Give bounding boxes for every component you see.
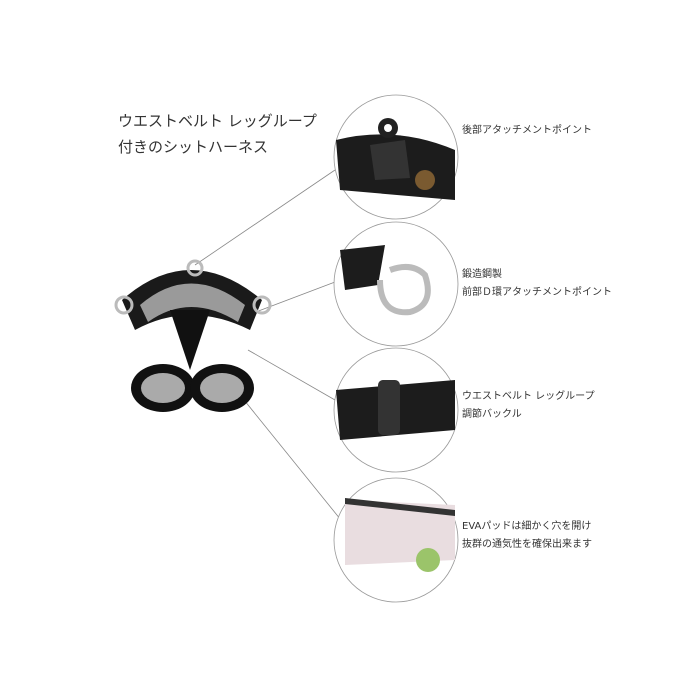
caption-buckle: ウエストベルト レッグループ 調節バックル — [462, 388, 595, 424]
caption-front-d-ring: 鍛造鋼製 前部Ｄ環アタッチメントポイント — [462, 266, 612, 302]
title-line-1: ウエストベルト レッグループ — [118, 112, 317, 130]
caption-eva-pad: EVAパッドは細かく穴を開け 抜群の通気性を確保出来ます — [462, 518, 592, 554]
caption-line: EVAパッドは細かく穴を開け — [462, 521, 592, 532]
caption-back-attachment: 後部アタッチメントポイント — [462, 122, 592, 140]
caption-line: 前部Ｄ環アタッチメントポイント — [462, 287, 612, 298]
detail-front-d-ring — [333, 221, 459, 347]
detail-buckle — [333, 347, 459, 473]
title-line-2: 付きのシットハーネス — [118, 138, 269, 156]
caption-line: 抜群の通気性を確保出来ます — [462, 539, 592, 550]
caption-line: 後部アタッチメントポイント — [462, 125, 592, 136]
caption-line: 調節バックル — [462, 409, 522, 420]
caption-line: 鍛造鋼製 — [462, 269, 502, 280]
detail-eva-pad — [333, 477, 459, 603]
caption-line: ウエストベルト レッグループ — [462, 391, 595, 402]
detail-back-attachment — [333, 94, 459, 220]
connector-lines — [194, 169, 346, 526]
harness-image — [114, 259, 272, 412]
page-title: ウエストベルト レッグループ 付きのシットハーネス — [118, 108, 317, 160]
